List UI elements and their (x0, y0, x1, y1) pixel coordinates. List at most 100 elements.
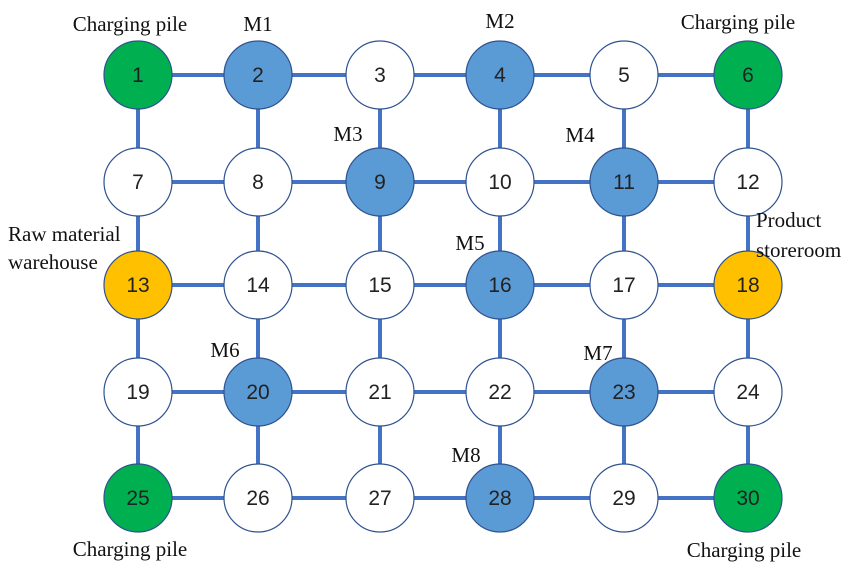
charging-pile-bottom-left-label: Charging pile (73, 537, 188, 561)
node-11: 11 (589, 147, 659, 217)
raw-material-label-line1: Raw material (8, 222, 121, 246)
node-label-24: 24 (736, 381, 760, 404)
node-circle-15 (345, 250, 415, 320)
node-24: 24 (713, 357, 783, 427)
node-circle-13 (103, 250, 173, 320)
node-30: 30 (713, 463, 783, 533)
node-circle-29 (589, 463, 659, 533)
node-label-8: 8 (252, 171, 264, 194)
node-label-22: 22 (488, 381, 511, 404)
node-label-2: 2 (252, 64, 264, 87)
node-label-27: 27 (368, 487, 391, 510)
node-29: 29 (589, 463, 659, 533)
node-circle-24 (713, 357, 783, 427)
node-19: 19 (103, 357, 173, 427)
node-circle-3 (345, 40, 415, 110)
node-17: 17 (589, 250, 659, 320)
node-circle-25 (103, 463, 173, 533)
node-label-13: 13 (126, 274, 149, 297)
node-label-23: 23 (612, 381, 635, 404)
node-circle-30 (713, 463, 783, 533)
product-storeroom-label-line1: Product (756, 208, 821, 232)
node-label-12: 12 (736, 171, 759, 194)
node-circle-11 (589, 147, 659, 217)
node-8: 8 (223, 147, 293, 217)
node-label-29: 29 (612, 487, 635, 510)
node-circle-5 (589, 40, 659, 110)
node-6: 6 (713, 40, 783, 110)
machine-label-m5: M5 (455, 231, 484, 255)
node-circle-26 (223, 463, 293, 533)
node-label-25: 25 (126, 487, 149, 510)
node-16: 16 (465, 250, 535, 320)
node-label-26: 26 (246, 487, 269, 510)
node-circle-2 (223, 40, 293, 110)
node-label-28: 28 (488, 487, 511, 510)
node-22: 22 (465, 357, 535, 427)
node-circle-8 (223, 147, 293, 217)
node-label-11: 11 (613, 171, 635, 194)
node-circle-28 (465, 463, 535, 533)
node-10: 10 (465, 147, 535, 217)
node-circle-14 (223, 250, 293, 320)
raw-material-label-line2: warehouse (8, 250, 98, 274)
node-9: 9 (345, 147, 415, 217)
node-circle-10 (465, 147, 535, 217)
node-label-30: 30 (736, 487, 759, 510)
node-21: 21 (345, 357, 415, 427)
node-27: 27 (345, 463, 415, 533)
node-label-4: 4 (494, 64, 506, 87)
node-circle-20 (223, 357, 293, 427)
node-20: 20 (223, 357, 293, 427)
node-circle-27 (345, 463, 415, 533)
node-28: 28 (465, 463, 535, 533)
node-label-20: 20 (246, 381, 269, 404)
charging-pile-top-left-label: Charging pile (73, 12, 188, 36)
node-label-1: 1 (132, 64, 144, 87)
node-14: 14 (223, 250, 293, 320)
machine-label-m4: M4 (565, 123, 595, 147)
node-circle-16 (465, 250, 535, 320)
machine-label-m6: M6 (210, 338, 239, 362)
node-circle-4 (465, 40, 535, 110)
annotations-layer: Charging pile Charging pile Charging pil… (8, 9, 841, 562)
node-label-7: 7 (132, 171, 144, 194)
node-circle-18 (713, 250, 783, 320)
node-label-5: 5 (618, 64, 630, 87)
node-12: 12 (713, 147, 783, 217)
node-15: 15 (345, 250, 415, 320)
machine-label-m3: M3 (333, 122, 362, 146)
node-label-18: 18 (736, 274, 759, 297)
node-25: 25 (103, 463, 173, 533)
machine-label-m2: M2 (485, 9, 514, 33)
node-7: 7 (103, 147, 173, 217)
node-5: 5 (589, 40, 659, 110)
node-23: 23 (589, 357, 659, 427)
node-circle-22 (465, 357, 535, 427)
node-circle-12 (713, 147, 783, 217)
node-label-21: 21 (368, 381, 391, 404)
node-circle-17 (589, 250, 659, 320)
node-label-14: 14 (246, 274, 270, 297)
node-label-3: 3 (374, 64, 386, 87)
node-3: 3 (345, 40, 415, 110)
node-4: 4 (465, 40, 535, 110)
node-circle-6 (713, 40, 783, 110)
node-circle-1 (103, 40, 173, 110)
charging-pile-bottom-right-label: Charging pile (687, 538, 802, 562)
node-label-10: 10 (488, 171, 511, 194)
node-circle-7 (103, 147, 173, 217)
node-26: 26 (223, 463, 293, 533)
node-label-16: 16 (488, 274, 511, 297)
node-label-9: 9 (374, 171, 386, 194)
node-1: 1 (103, 40, 173, 110)
node-13: 13 (103, 250, 173, 320)
node-18: 18 (713, 250, 783, 320)
charging-pile-top-right-label: Charging pile (681, 10, 796, 34)
node-label-19: 19 (126, 381, 149, 404)
node-label-6: 6 (742, 64, 754, 87)
node-circle-21 (345, 357, 415, 427)
node-circle-19 (103, 357, 173, 427)
node-label-15: 15 (368, 274, 391, 297)
